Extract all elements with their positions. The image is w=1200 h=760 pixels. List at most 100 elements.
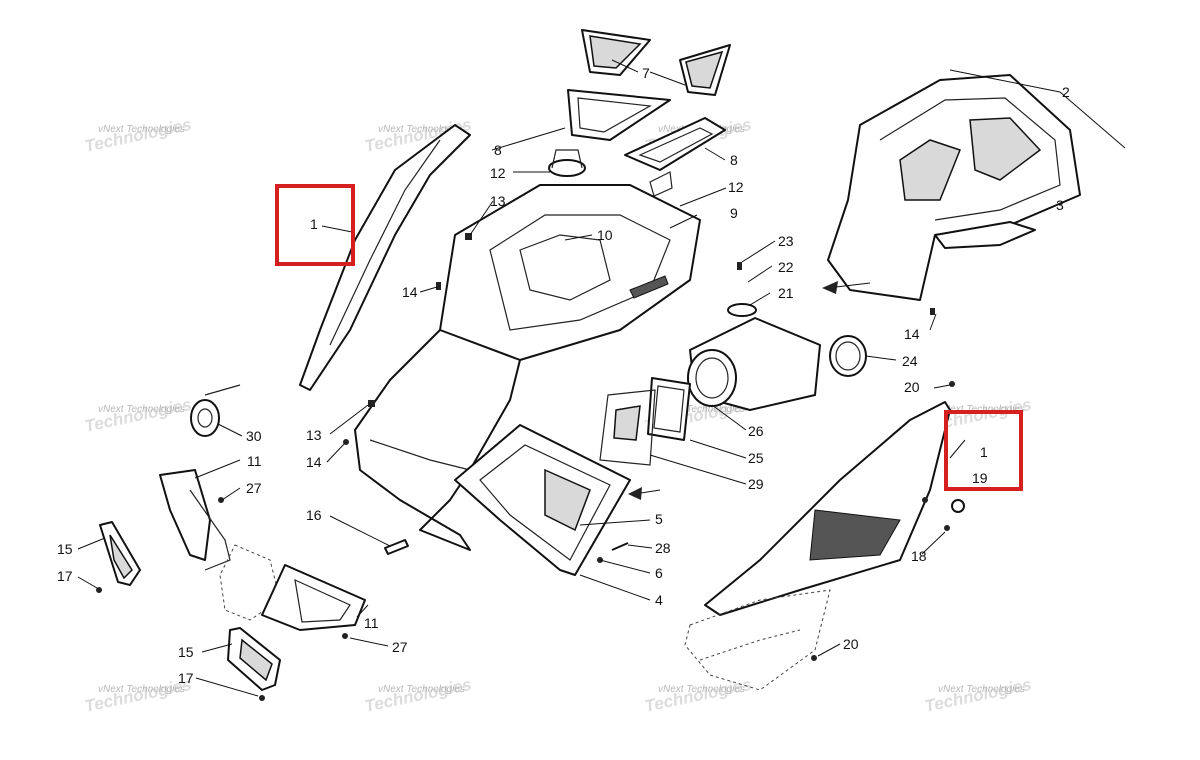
fasteners [96, 233, 965, 701]
part-vent-frame-left [567, 89, 671, 141]
arrow-head [628, 487, 642, 500]
callout-27: 27 [392, 639, 408, 655]
screw [930, 308, 935, 315]
callout-1: 1 [980, 444, 988, 460]
callout-22: 22 [778, 259, 794, 275]
watermark: Technologies vNext Technologies [83, 115, 194, 156]
callout-8: 8 [494, 142, 502, 158]
callout-13: 13 [306, 427, 322, 443]
callout-11: 11 [247, 453, 262, 469]
part-air-intake [687, 303, 867, 411]
part-vent-frame-right [624, 117, 726, 171]
direction-arrows [628, 281, 871, 500]
part-belly-pan-right [684, 589, 831, 691]
callout-23: 23 [778, 233, 794, 249]
callout-28: 28 [655, 540, 671, 556]
callout-19: 19 [972, 470, 988, 486]
callouts: 1 1 2 3 4 5 6 7 8 8 9 10 11 11 12 12 13 … [57, 65, 1070, 686]
callout-29: 29 [748, 476, 764, 492]
watermark-text: Technologies [83, 395, 194, 436]
callout-30: 30 [246, 428, 262, 444]
callout-14: 14 [402, 284, 418, 300]
part-dashed-frame-lower-left [219, 544, 281, 621]
watermark-text: vNext Technologies [938, 684, 1025, 695]
callout-7: 7 [642, 65, 650, 81]
callout-4: 4 [655, 592, 663, 608]
screw [922, 497, 928, 503]
callout-15: 15 [57, 541, 73, 557]
callout-14: 14 [904, 326, 920, 342]
callout-18: 18 [911, 548, 927, 564]
callout-11: 11 [364, 615, 379, 631]
callout-25: 25 [748, 450, 764, 466]
bolt [384, 539, 409, 555]
callout-12: 12 [728, 179, 744, 195]
clip [465, 233, 472, 240]
screw [949, 381, 955, 387]
part-vent-cover-15b [227, 627, 281, 691]
screw [944, 525, 950, 531]
grommet [951, 499, 965, 513]
watermark: Technologies vNext Technologies [923, 675, 1034, 716]
callout-24: 24 [902, 353, 918, 369]
watermark-text: vNext Technologies [378, 684, 465, 695]
part-vent-cover-15a [99, 521, 141, 586]
clip [368, 400, 375, 407]
bolt [611, 542, 629, 551]
watermark: Technologies vNext Technologies [83, 675, 194, 716]
screw [737, 262, 742, 270]
callout-13: 13 [490, 193, 506, 209]
screw [811, 655, 817, 661]
callout-5: 5 [655, 511, 663, 527]
part-upper-console [439, 184, 701, 361]
watermark: Technologies vNext Technologies [643, 675, 754, 716]
callout-1: 1 [310, 216, 318, 232]
watermark-text: vNext Technologies [98, 124, 185, 135]
part-vent-assembly-lower-left [261, 564, 366, 631]
callout-3: 3 [1056, 197, 1064, 213]
watermark-text: Technologies [83, 675, 194, 716]
callout-17: 17 [57, 568, 73, 584]
part-side-panel-left [299, 124, 471, 391]
callout-2: 2 [1062, 84, 1070, 100]
part-vent-top-left [581, 29, 651, 76]
watermark-text: Technologies [643, 675, 754, 716]
callout-9: 9 [730, 205, 738, 221]
arrow-head [822, 281, 838, 294]
watermark-text: vNext Technologies [98, 404, 185, 415]
callout-14: 14 [306, 454, 322, 470]
watermark-text: vNext Technologies [378, 124, 465, 135]
part-vent-assembly-upper-left [159, 469, 231, 571]
part-boot-left [548, 149, 586, 177]
callout-8: 8 [730, 152, 738, 168]
part-tape-roll [190, 384, 241, 437]
callout-12: 12 [490, 165, 506, 181]
callout-21: 21 [778, 285, 794, 301]
callout-6: 6 [655, 565, 663, 581]
callout-26: 26 [748, 423, 764, 439]
watermark: Technologies vNext Technologies [83, 395, 194, 436]
callout-16: 16 [306, 507, 322, 523]
watermark-text: vNext Technologies [938, 404, 1025, 415]
callout-15: 15 [178, 644, 194, 660]
highlight-boxes [275, 184, 1023, 491]
watermark-text: Technologies [83, 115, 194, 156]
screw [96, 587, 102, 593]
part-side-panel-right [704, 401, 951, 616]
screw [259, 695, 265, 701]
screw [218, 497, 224, 503]
screw [342, 633, 348, 639]
callout-27: 27 [246, 480, 262, 496]
watermark-text: Technologies [923, 675, 1034, 716]
watermark-text: vNext Technologies [658, 404, 745, 415]
part-mesh-screen [599, 389, 656, 466]
callout-17: 17 [178, 670, 194, 686]
highlight-box-right [944, 410, 1023, 491]
callout-20: 20 [904, 379, 920, 395]
watermark-text: vNext Technologies [98, 684, 185, 695]
screw [436, 282, 441, 290]
callout-20: 20 [843, 636, 859, 652]
watermark-text: Technologies [363, 675, 474, 716]
watermark-text: vNext Technologies [658, 684, 745, 695]
